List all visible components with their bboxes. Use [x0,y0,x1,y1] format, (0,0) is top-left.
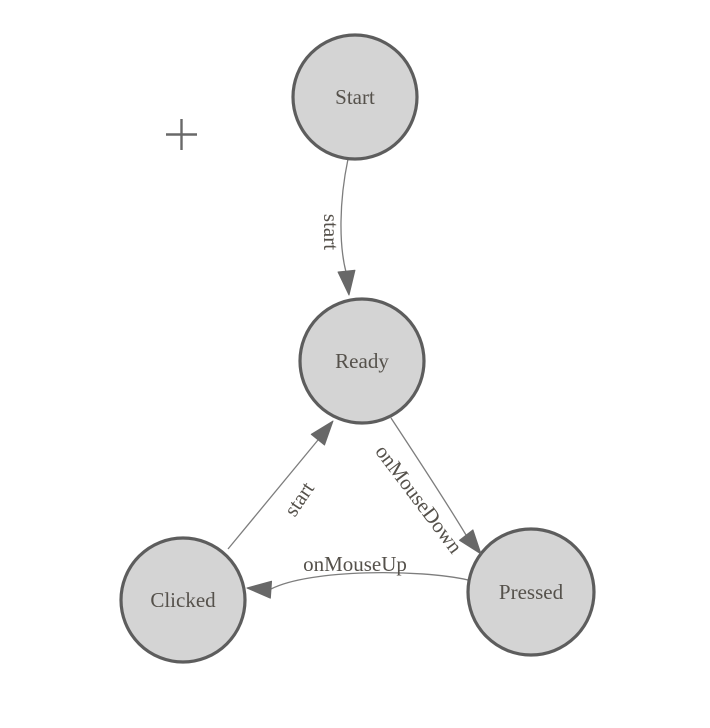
arrowhead-into-pressed [459,529,482,555]
state-circle-clicked[interactable] [119,536,247,664]
state-node-start[interactable]: Start [291,33,419,161]
arrowhead-into-clicked [246,580,273,599]
edge-pressed-to-clicked[interactable] [270,572,469,590]
state-node-clicked[interactable]: Clicked [119,536,247,664]
edge-ready-to-pressed[interactable] [390,417,467,536]
edge-label-ready-to-pressed: onMouseDown [370,440,467,558]
arrowhead-into-ready-top [337,269,356,296]
state-label-clicked: Clicked [150,588,216,612]
edge-clicked-to-ready[interactable] [227,439,319,550]
state-node-ready[interactable]: Ready [298,297,426,425]
state-label-pressed: Pressed [499,580,564,604]
state-circle-ready[interactable] [298,297,426,425]
arrowheads-layer [246,269,482,599]
edge-label-clicked-to-ready: start [279,477,319,521]
state-circle-pressed[interactable] [466,527,596,657]
state-node-pressed[interactable]: Pressed [466,527,596,657]
state-label-start: Start [335,85,375,109]
edge-label-start-to-ready: start [319,214,343,250]
edge-label-pressed-to-clicked: onMouseUp [303,552,407,576]
state-circle-start[interactable] [291,33,419,161]
plus-icon [166,119,197,150]
nodes-layer: Start Ready Clicked Pressed [119,33,596,664]
arrowhead-into-ready-bottom [310,420,334,446]
edge-start-to-ready[interactable] [340,158,349,273]
state-label-ready: Ready [335,349,389,373]
edges-layer [227,158,469,590]
